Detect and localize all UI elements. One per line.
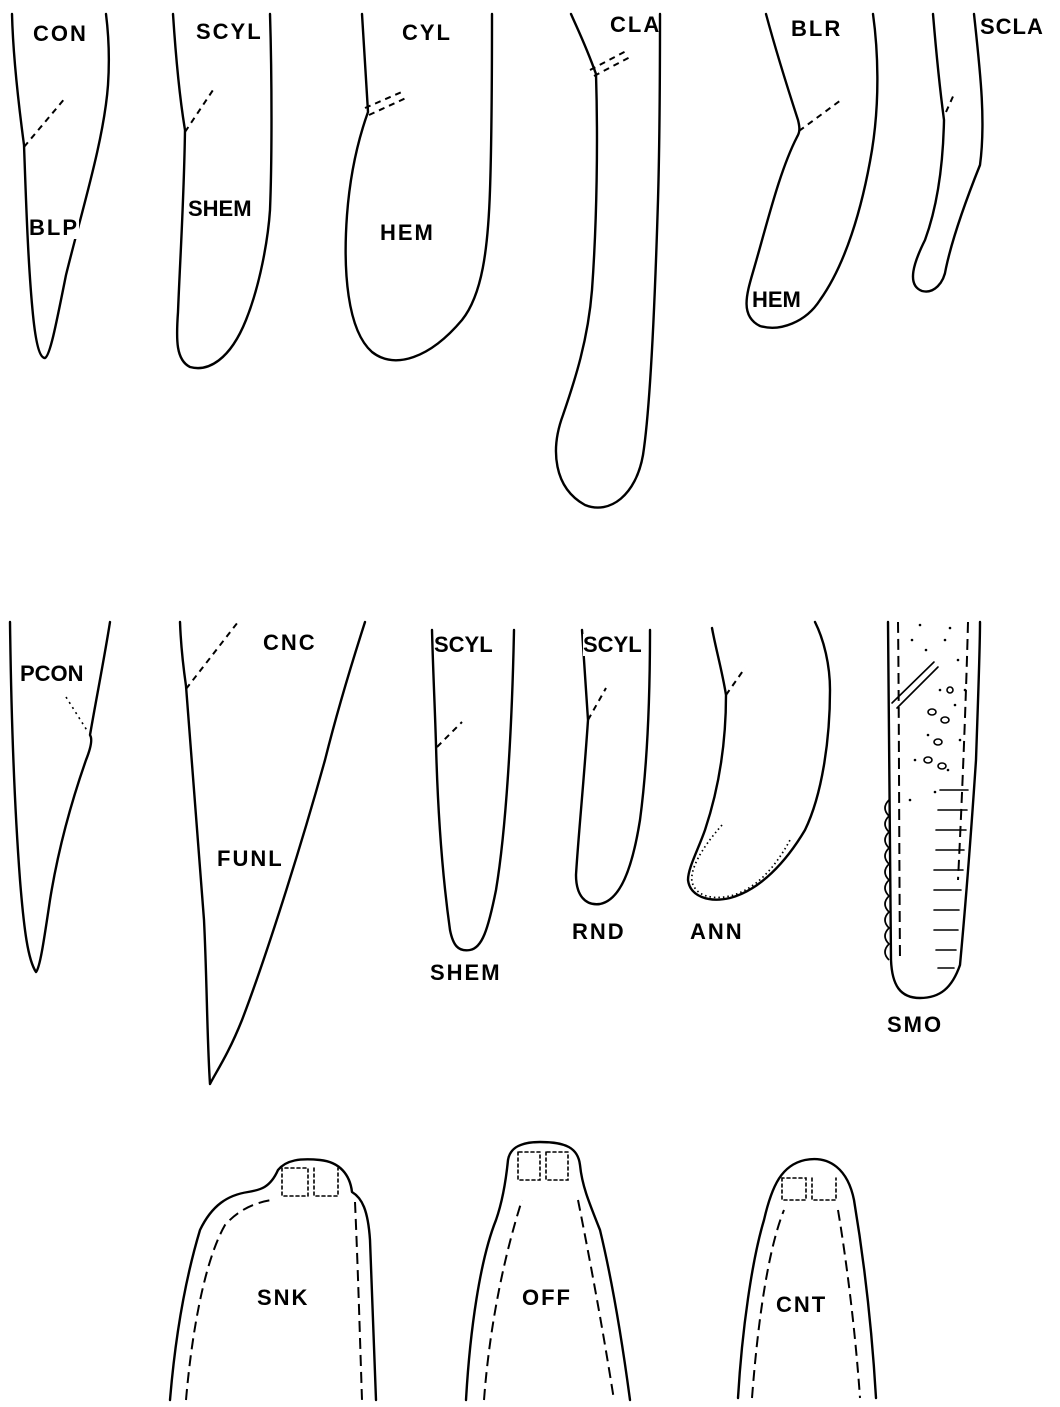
shape-snk [170,1159,376,1400]
label-blr: BLR [791,18,842,40]
shape-smo [885,622,980,998]
label-scla: SCLA [980,16,1044,38]
label-funl: FUNL [217,848,284,870]
label-hem: HEM [380,222,435,244]
shape-cnt [738,1159,876,1398]
label-smo: SMO [887,1014,943,1036]
label-ann: ANN [690,921,744,943]
shape-scyl-shem [432,630,514,950]
label-cnc: CNC [263,632,317,654]
label-off: OFF [522,1287,572,1309]
shape-blr [747,14,878,328]
label-scyl-a: SCYL [434,634,493,656]
label-blp: BLP [29,217,79,239]
shape-cyl [346,14,492,360]
label-snk: SNK [257,1287,309,1309]
shape-scyl [173,14,272,368]
shape-scyl-rnd [576,630,650,904]
shape-scla [913,14,983,291]
label-cyl: CYL [402,22,452,44]
label-shem-2: SHEM [430,962,502,984]
label-cla: CLA [610,14,661,36]
shape-cla [556,14,660,508]
label-rnd: RND [572,921,626,943]
label-shem: SHEM [188,198,252,220]
label-cnt: CNT [776,1294,827,1316]
label-scyl-b: SCYL [583,634,642,656]
label-scyl: SCYL [196,21,263,43]
shape-con [12,14,109,358]
shape-off [466,1142,630,1400]
label-blr-hem: HEM [752,289,801,311]
label-con: CON [33,23,88,45]
label-pcon: PCON [20,663,84,685]
shape-ann [688,622,830,900]
